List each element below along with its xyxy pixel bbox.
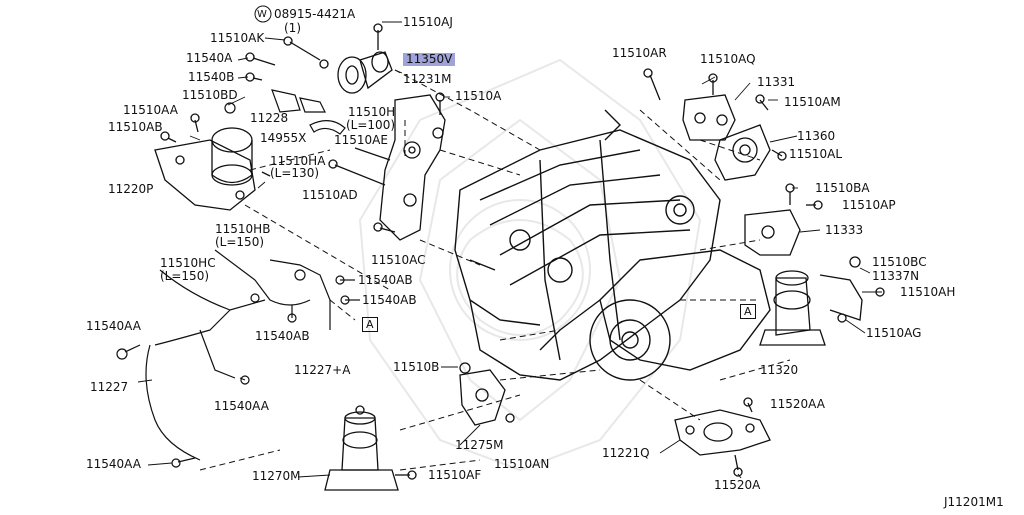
part-11510af: 11510AF xyxy=(428,468,482,482)
part-08915-4421a: 08915-4421A xyxy=(274,7,356,21)
part-11510ba: 11510BA xyxy=(815,181,870,195)
part-11510ab: 11510AB xyxy=(108,120,163,134)
center-mount-bracket xyxy=(328,92,446,241)
part-11520a: 11520A xyxy=(714,478,761,492)
reference-a-right: A xyxy=(740,304,756,319)
part-11540aa-mid: 11540AA xyxy=(214,399,269,413)
part-11227-a: 11227+A xyxy=(294,363,351,377)
part-11510ak: 11510AK xyxy=(210,31,265,45)
part-11510hb: 11510HB xyxy=(215,222,271,236)
part-11270m: 11270M xyxy=(252,469,301,483)
part-11540ab-top: 11540AB xyxy=(358,273,413,287)
part-11220p: 11220P xyxy=(108,182,154,196)
part-11275m: 11275M xyxy=(455,438,504,452)
part-11331: 11331 xyxy=(757,75,796,89)
lower-rear-bracket xyxy=(674,397,771,477)
part-11520aa: 11520AA xyxy=(770,397,825,411)
part-11510b: 11510B xyxy=(393,360,440,374)
part-11540aa-bottom: 11540AA xyxy=(86,457,141,471)
transmission-housing xyxy=(539,249,771,381)
part-11510al: 11510AL xyxy=(789,147,843,161)
part-11510ar: 11510AR xyxy=(612,46,667,60)
part-11510ac: 11510AC xyxy=(371,253,426,267)
part-11510hb-length: (L=150) xyxy=(215,235,265,249)
part-11540b: 11540B xyxy=(188,70,235,84)
part-11510h-length: (L=100) xyxy=(346,118,396,132)
part-11231m: 11231M xyxy=(403,72,452,86)
part-11510ha-length: (L=130) xyxy=(270,166,320,180)
part-11510ad: 11510AD xyxy=(302,188,358,202)
part-11540ab-bottom: 11540AB xyxy=(255,329,310,343)
part-11510ag: 11510AG xyxy=(866,326,922,340)
figure-id: J11201M1 xyxy=(944,495,1004,509)
part-11227: 11227 xyxy=(90,380,129,394)
part-11510aj: 11510AJ xyxy=(403,15,453,29)
part-11540aa-left: 11540AA xyxy=(86,319,141,333)
lower-center-bracket xyxy=(459,362,515,426)
label-leaders xyxy=(137,21,882,479)
upper-torque-rod xyxy=(245,23,393,94)
part-11320: 11320 xyxy=(760,363,799,377)
part-11510bd: 11510BD xyxy=(182,88,238,102)
engine-block xyxy=(454,109,721,381)
vacuum-hoses xyxy=(116,249,360,468)
part-11540a: 11540A xyxy=(186,51,233,65)
part-11360: 11360 xyxy=(797,129,836,143)
part-11221q: 11221Q xyxy=(602,446,650,460)
part-11510ap: 11510AP xyxy=(842,198,896,212)
sensor-bracket xyxy=(224,89,346,135)
part-14955x: 14955X xyxy=(260,131,307,145)
part-11333: 11333 xyxy=(825,223,864,237)
part-11510ah: 11510AH xyxy=(900,285,956,299)
dashed-leader-lines xyxy=(199,69,791,471)
lower-front-mount xyxy=(324,405,417,491)
part-11540ab-mid: 11540AB xyxy=(362,293,417,307)
part-11510hc: 11510HC xyxy=(160,256,216,270)
right-upper-mount xyxy=(643,68,787,181)
part-11350v-highlighted[interactable]: 11350V xyxy=(403,53,456,66)
part-11228: 11228 xyxy=(250,111,289,125)
part-11510h: 11510H xyxy=(348,105,396,119)
part-11510hc-length: (L=150) xyxy=(160,269,210,283)
part-11337n: 11337N xyxy=(872,269,920,283)
part-11510ha: 11510HA xyxy=(270,154,326,168)
washer-symbol: W xyxy=(257,9,267,20)
washer-symbol-circle xyxy=(254,5,272,23)
left-mount-bracket xyxy=(154,113,271,211)
reference-a-left: A xyxy=(362,317,378,332)
part-11510aq: 11510AQ xyxy=(700,52,756,66)
part-08915-qty: (1) xyxy=(284,21,301,35)
part-11510am: 11510AM xyxy=(784,95,841,109)
part-11510bc: 11510BC xyxy=(872,255,927,269)
part-11510ae: 11510AE xyxy=(334,133,388,147)
part-11510aa: 11510AA xyxy=(123,103,178,117)
part-11510a: 11510A xyxy=(455,89,502,103)
part-11510an: 11510AN xyxy=(494,457,550,471)
right-lower-mount xyxy=(744,183,885,346)
